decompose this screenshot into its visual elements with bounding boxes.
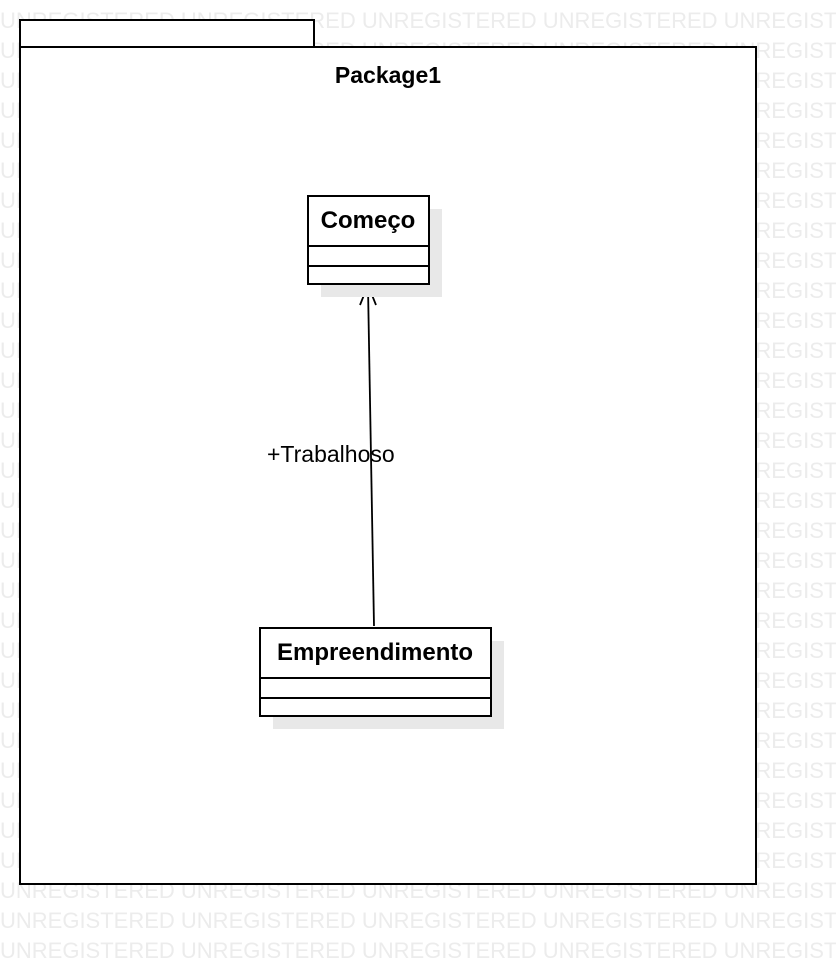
association-line xyxy=(367,286,375,627)
package-package1[interactable]: Package1 xyxy=(19,19,757,885)
class-name-compartment xyxy=(307,195,430,247)
package-body xyxy=(19,46,757,885)
class-comeco[interactable]: Começo xyxy=(307,195,442,297)
class-name-compartment xyxy=(259,627,492,679)
class-empreendimento[interactable]: Empreendimento xyxy=(259,627,504,729)
class-attributes-compartment xyxy=(307,245,430,267)
class-attributes-compartment xyxy=(259,677,492,699)
class-operations-compartment xyxy=(307,265,430,285)
package-name: Package1 xyxy=(335,62,441,88)
class-operations-compartment xyxy=(259,697,492,717)
association-edge[interactable]: +Trabalhoso xyxy=(267,282,395,627)
package-tab xyxy=(19,19,315,49)
watermark-line: UNREGISTERED UNREGISTERED UNREGISTERED U… xyxy=(0,938,836,963)
class-name: Empreendimento xyxy=(277,639,473,666)
class-name: Começo xyxy=(321,207,416,234)
association-role-label: +Trabalhoso xyxy=(267,441,395,467)
watermark-line: UNREGISTERED UNREGISTERED UNREGISTERED U… xyxy=(0,908,836,933)
